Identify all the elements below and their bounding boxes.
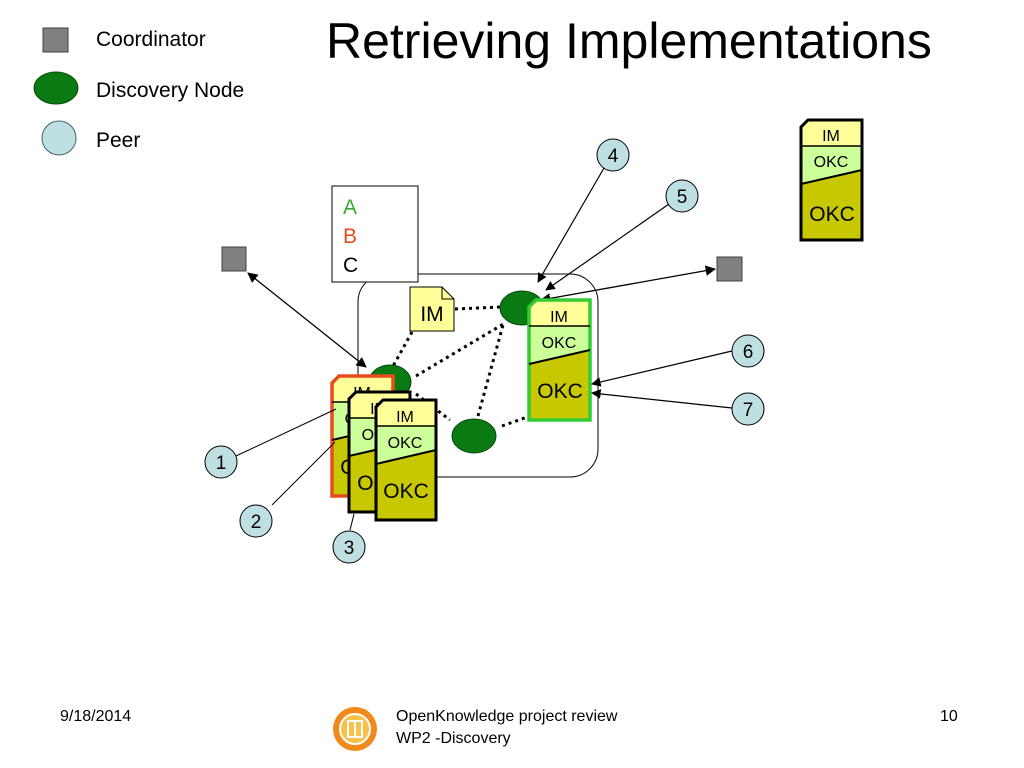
discovery-node-bottom <box>451 418 497 454</box>
step-label-3: 3 <box>344 538 355 559</box>
footer-line-1: OpenKnowledge project review <box>396 708 618 725</box>
pointer-step-5 <box>545 203 670 291</box>
step-circle-4 <box>596 138 630 172</box>
legend-coordinator-square <box>42 27 69 53</box>
abc-label-b: B <box>343 225 357 248</box>
reference-card-okc-large: OKC <box>809 203 855 226</box>
pointer-step-1 <box>235 408 337 457</box>
legend-coordinator-label: Coordinator <box>96 28 206 51</box>
im-note <box>409 286 455 332</box>
abc-label-a: A <box>343 196 357 219</box>
step-circle-6 <box>731 334 765 368</box>
front-card-im: IM <box>396 409 414 426</box>
coordinator-left <box>221 246 247 272</box>
pointer-step-7 <box>591 389 733 409</box>
green-card-okc-large: OKC <box>537 380 583 403</box>
step-markers: 1 2 3 4 5 6 7 <box>204 138 765 564</box>
legend-peer-circle <box>41 120 77 156</box>
im-note-label: IM <box>420 303 443 326</box>
pointer-step-4 <box>537 167 605 283</box>
coordinator-right <box>716 256 743 282</box>
reference-card-im: IM <box>822 128 840 145</box>
implementation-card-reference: IM OKC OKC <box>799 118 864 242</box>
green-card-okc-small: OKC <box>542 335 577 352</box>
reference-card-okc-small: OKC <box>814 154 849 171</box>
step-circle-1 <box>204 445 238 479</box>
step-circle-2 <box>239 504 273 538</box>
step-circle-5 <box>665 179 699 213</box>
page-number: 10 <box>940 708 958 725</box>
step-circle-7 <box>731 392 765 426</box>
arrow-coordinator-right <box>539 265 717 304</box>
implementation-card-green: IM OKC OKC <box>527 298 592 422</box>
slide-title: Retrieving Implementations <box>326 13 932 69</box>
pointer-step-2 <box>271 441 336 506</box>
step-label-5: 5 <box>677 187 688 208</box>
im-note-fold <box>441 287 454 300</box>
step-circle-3 <box>332 530 366 564</box>
abc-box <box>331 185 419 283</box>
footer-project: OpenKnowledge project review WP2 -Discov… <box>396 706 617 750</box>
legend-discovery-node-label: Discovery Node <box>96 79 245 102</box>
abc-label-c: C <box>343 254 358 277</box>
green-card-im: IM <box>550 309 568 326</box>
step-label-4: 4 <box>608 146 619 167</box>
step-label-6: 6 <box>743 342 754 363</box>
front-card-okc-large: OKC <box>383 480 429 503</box>
legend-discovery-node-ellipse <box>33 71 79 105</box>
arrow-coordinator-left <box>247 272 367 368</box>
openknowledge-logo <box>333 707 377 751</box>
pointer-step-3 <box>349 513 355 531</box>
footer-line-2: WP2 -Discovery <box>396 730 511 747</box>
step-label-1: 1 <box>216 453 227 474</box>
step-label-7: 7 <box>743 400 754 421</box>
pointer-step-6 <box>591 350 733 387</box>
legend-peer-label: Peer <box>96 129 141 152</box>
footer-date: 9/18/2014 <box>60 708 132 725</box>
implementation-card-front: IM OKC OKC <box>374 398 438 522</box>
step-label-2: 2 <box>251 512 262 533</box>
front-card-okc-small: OKC <box>388 435 423 452</box>
